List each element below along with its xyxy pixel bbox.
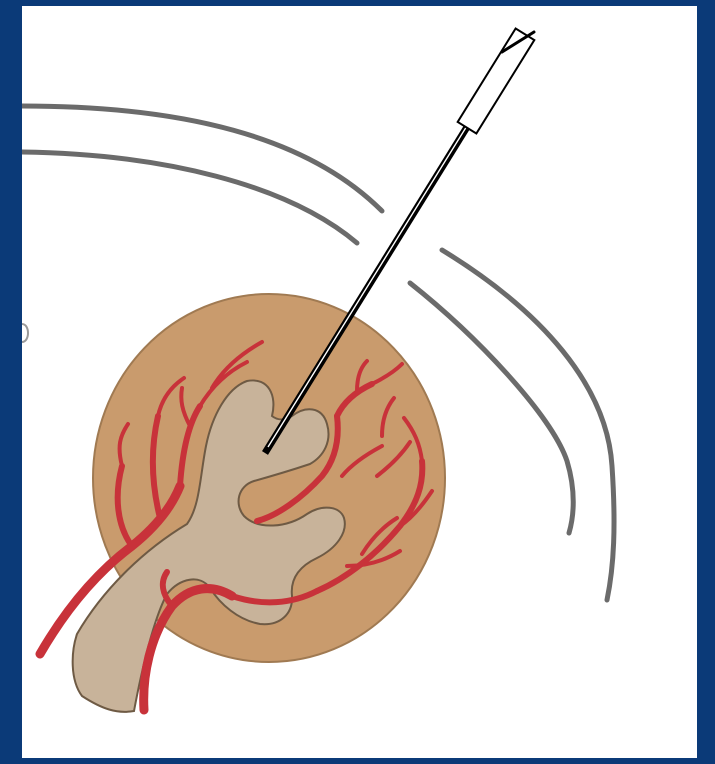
skin-line-outer-left [22, 106, 382, 211]
percutaneous-puncture-diagram [22, 6, 697, 758]
needle-hub [458, 28, 535, 133]
skin-line-outer-right [442, 250, 614, 600]
edge-artifact [22, 324, 28, 342]
figure-panel [22, 6, 697, 758]
skin-line-inner-left [22, 152, 357, 243]
